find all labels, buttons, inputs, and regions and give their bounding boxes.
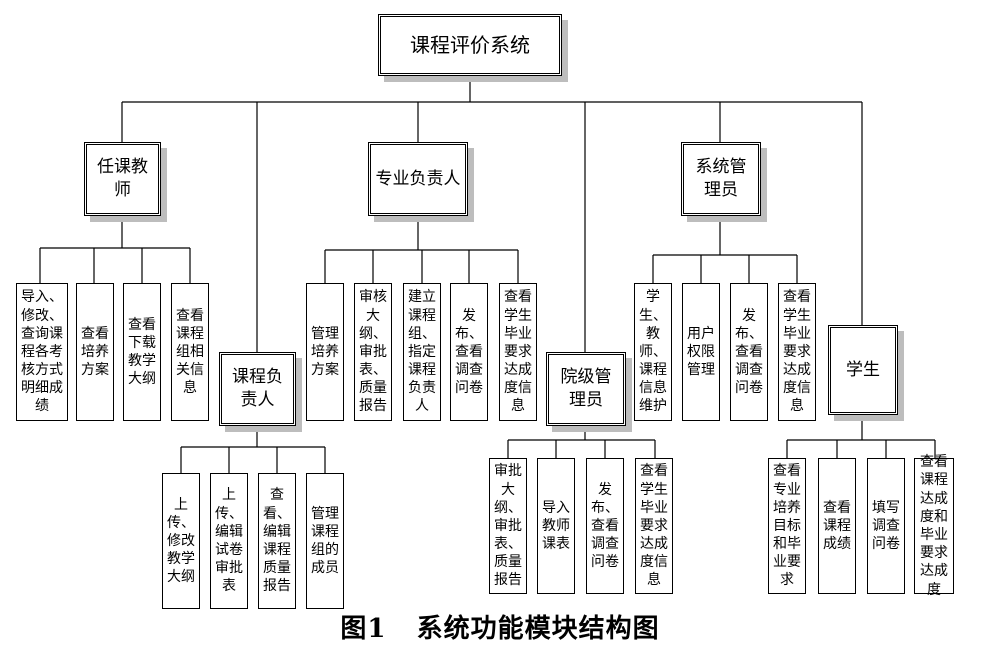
root-node: 课程评价系统 [378,14,562,76]
role-college-admin: 院级管理员 [546,352,626,426]
teacher-item: 查看培养方案 [76,283,114,421]
teacher-item-label: 导入、修改、查询课程各考核方式明细成绩 [21,289,63,415]
major-lead-item-label: 查看学生毕业要求达成度信息 [504,289,532,415]
teacher-item: 导入、修改、查询课程各考核方式明细成绩 [16,283,68,421]
major-lead-item: 审核大纲、审批表、质量报告 [354,283,392,421]
college-admin-item-label: 查看学生毕业要求达成度信息 [640,463,668,589]
role-sys-admin-label: 系统管理员 [695,157,747,200]
student-item-label: 填写调查问卷 [872,499,900,553]
major-lead-item: 建立课程组、指定课程负责人 [403,283,441,421]
course-lead-item: 管理课程组的成员 [306,473,344,609]
role-student: 学生 [828,325,898,415]
course-lead-item: 查看、编辑课程质量报告 [258,473,296,609]
sys-admin-item-label: 查看学生毕业要求达成度信息 [783,289,811,415]
teacher-item-label: 查看下载教学大纲 [128,316,156,388]
course-lead-item-label: 上传、编辑试卷审批表 [215,487,243,595]
course-lead-item-label: 管理课程组的成员 [311,505,339,577]
student-item-label: 查看课程达成度和毕业要求达成度 [920,454,948,598]
college-admin-item: 发布、查看调查问卷 [586,458,624,594]
major-lead-item: 查看学生毕业要求达成度信息 [499,283,537,421]
student-item: 填写调查问卷 [867,458,905,594]
role-sys-admin: 系统管理员 [681,142,761,216]
student-item-label: 查看专业培养目标和毕业要求 [773,463,801,589]
root-label: 课程评价系统 [410,32,530,57]
role-major-lead-label: 专业负责人 [375,168,461,189]
role-course-lead: 课程负责人 [219,352,296,426]
teacher-item-label: 查看课程组相关信息 [176,307,204,397]
college-admin-item-label: 审批大纲、审批表、质量报告 [494,463,522,589]
sys-admin-item: 查看学生毕业要求达成度信息 [778,283,816,421]
course-lead-item: 上传、编辑试卷审批表 [210,473,248,609]
college-admin-item-label: 导入教师课表 [542,499,570,553]
sys-admin-item: 发布、查看调查问卷 [730,283,768,421]
course-lead-item-label: 上传、修改教学大纲 [167,496,195,586]
sys-admin-item-label: 学生、教师、课程信息维护 [639,289,667,415]
college-admin-item: 审批大纲、审批表、质量报告 [489,458,527,594]
major-lead-item-label: 发布、查看调查问卷 [455,307,483,397]
major-lead-item-label: 管理培养方案 [311,325,339,379]
role-course-lead-label: 课程负责人 [232,367,283,410]
course-lead-item-label: 查看、编辑课程质量报告 [263,487,291,595]
sys-admin-item-label: 用户权限管理 [687,325,715,379]
role-major-lead: 专业负责人 [368,142,468,216]
sys-admin-item: 用户权限管理 [682,283,720,421]
major-lead-item: 发布、查看调查问卷 [450,283,488,421]
teacher-item: 查看下载教学大纲 [123,283,161,421]
student-item: 查看课程成绩 [818,458,856,594]
role-teacher: 任课教师 [84,142,161,216]
major-lead-item: 管理培养方案 [306,283,344,421]
student-item: 查看课程达成度和毕业要求达成度 [914,454,954,598]
figure-caption: 图1 系统功能模块结构图 [340,614,660,644]
role-college-admin-label: 院级管理员 [560,367,612,410]
course-lead-item: 上传、修改教学大纲 [162,473,200,609]
sys-admin-item: 学生、教师、课程信息维护 [634,283,672,421]
student-item-label: 查看课程成绩 [823,499,851,553]
college-admin-item-label: 发布、查看调查问卷 [591,481,619,571]
student-item: 查看专业培养目标和毕业要求 [768,458,806,594]
college-admin-item: 导入教师课表 [537,458,575,594]
major-lead-item-label: 审核大纲、审批表、质量报告 [359,289,387,415]
role-teacher-label: 任课教师 [97,157,148,200]
teacher-item: 查看课程组相关信息 [171,283,209,421]
college-admin-item: 查看学生毕业要求达成度信息 [635,458,673,594]
teacher-item-label: 查看培养方案 [81,325,109,379]
role-student-label: 学生 [846,359,880,380]
sys-admin-item-label: 发布、查看调查问卷 [735,307,763,397]
major-lead-item-label: 建立课程组、指定课程负责人 [408,289,436,415]
